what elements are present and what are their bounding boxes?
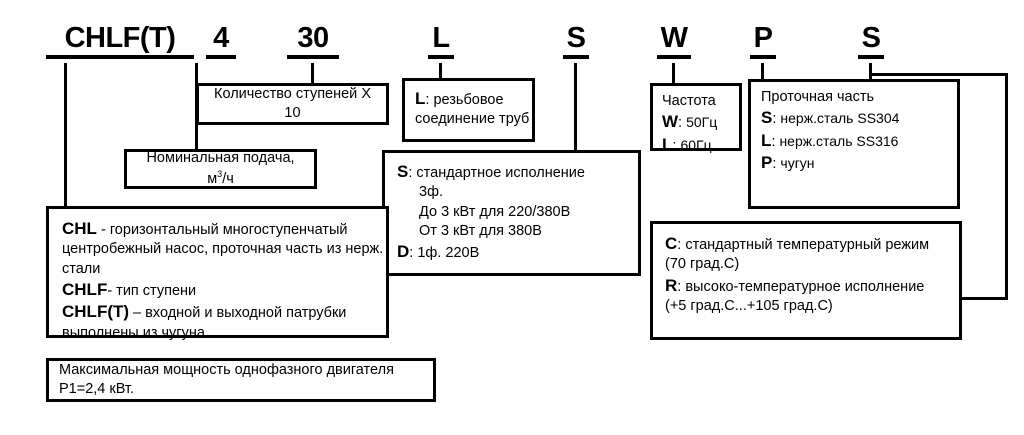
flow-text: Номинальная подача, м3/ч (146, 150, 295, 187)
connection-row-2: соединение труб (415, 110, 529, 129)
series-row-1: центробежный насос, проточная часть из н… (62, 241, 384, 258)
connection-line2: соединение труб (415, 111, 530, 128)
series-row-2: стали (62, 260, 101, 277)
phase-text-d: 1ф. 220В (417, 244, 480, 261)
material-row-s: S: нерж.сталь SS304 (761, 108, 900, 128)
phase-box: S: стандартное исполнение 3ф. До 3 кВт д… (382, 150, 641, 276)
material-heading: Проточная часть (761, 89, 875, 105)
code-segment-stages: 30 (287, 24, 339, 59)
material-key-p: P (761, 153, 773, 172)
code-segment-phase: S (563, 24, 589, 59)
connector-frequency (672, 63, 675, 84)
connector-temperature-top (869, 73, 1008, 76)
code-segment-series: CHLF(T) (46, 24, 194, 59)
connection-box: L: резьбовое соединение труб (402, 78, 535, 142)
connector-temperature-in (960, 297, 1008, 300)
phase-row-3: От 3 кВт для 380В (419, 222, 542, 239)
phase-row-1: 3ф. (419, 184, 444, 201)
code-segment-material: P (750, 24, 776, 59)
temperature-row-r-value: (+5 град.С...+105 град.С) (665, 298, 833, 314)
stages-box: Количество ступеней Х 10 (196, 83, 389, 125)
material-key-s: S (761, 108, 773, 128)
stages-text: Количество ступеней Х 10 (214, 85, 371, 121)
frequency-heading: Частота (662, 93, 716, 109)
material-row-p: P: чугун (761, 153, 815, 172)
material-box: Проточная часть S: нерж.сталь SS304 L: н… (748, 79, 960, 209)
flow-box: Номинальная подача, м3/ч (124, 149, 317, 189)
code-segment-flow: 4 (206, 24, 236, 59)
code-segment-temperature: S (858, 24, 884, 59)
connection-key: L (415, 89, 426, 108)
phase-row-2: До 3 кВт для 220/380В (419, 203, 571, 220)
temperature-key-r: R (665, 275, 678, 295)
temperature-row-c: C: стандартный температурный режим (665, 234, 930, 253)
connector-connection (439, 63, 442, 79)
power-note-box: Максимальная мощность однофазного двигат… (46, 358, 436, 402)
connector-series (64, 63, 67, 209)
temperature-key-c: C (665, 234, 678, 253)
material-row-l: L: нерж.сталь SS316 (761, 130, 899, 150)
series-key-chl: CHL (62, 219, 97, 238)
series-row-0: CHL - горизонтальный многоступенчатый (62, 219, 348, 238)
power-note-text: Максимальная мощность однофазного двигат… (59, 361, 394, 397)
frequency-key-w: W (662, 112, 679, 132)
series-row-5: выполнены из чугуна (62, 324, 205, 341)
material-key-l: L (761, 130, 772, 150)
code-segment-frequency: W (657, 24, 691, 59)
frequency-row-l: L: 60Гц (662, 134, 712, 154)
connection-row-1: L: резьбовое (415, 89, 504, 108)
frequency-row-w: W: 50Гц (662, 112, 718, 132)
series-key-chlf: CHLF (62, 279, 108, 299)
series-row-3: CHLF- тип ступени (62, 279, 197, 299)
phase-row-0: S: стандартное исполнение (397, 162, 585, 181)
frequency-box: Частота W: 50Гц L: 60Гц (650, 83, 742, 154)
phase-text-s: стандартное исполнение (416, 165, 585, 181)
temperature-box: C: стандартный температурный режим (70 г… (650, 221, 962, 340)
connector-material (761, 63, 764, 80)
series-box: CHL - горизонтальный многоступенчатый це… (46, 206, 389, 341)
temperature-row-r: R: высоко-температурное исполнение (665, 275, 925, 295)
phase-row-4: D: 1ф. 220В (397, 241, 480, 261)
temperature-row-c-value: (70 град.С) (665, 256, 740, 273)
connection-line1: резьбовое (433, 92, 504, 108)
flow-superscript: 3 (217, 168, 223, 179)
phase-key-s: S (397, 162, 409, 181)
frequency-key-l: L (662, 134, 673, 154)
connector-stages (311, 63, 314, 85)
code-segment-connection: L (428, 24, 454, 59)
connector-phase (574, 63, 577, 151)
series-key-chlft: CHLF(T) (62, 302, 130, 322)
phase-key-d: D (397, 241, 410, 261)
connector-temperature-down (1005, 73, 1008, 300)
series-row-4: CHLF(T) – входной и выходной патрубки (62, 302, 347, 322)
